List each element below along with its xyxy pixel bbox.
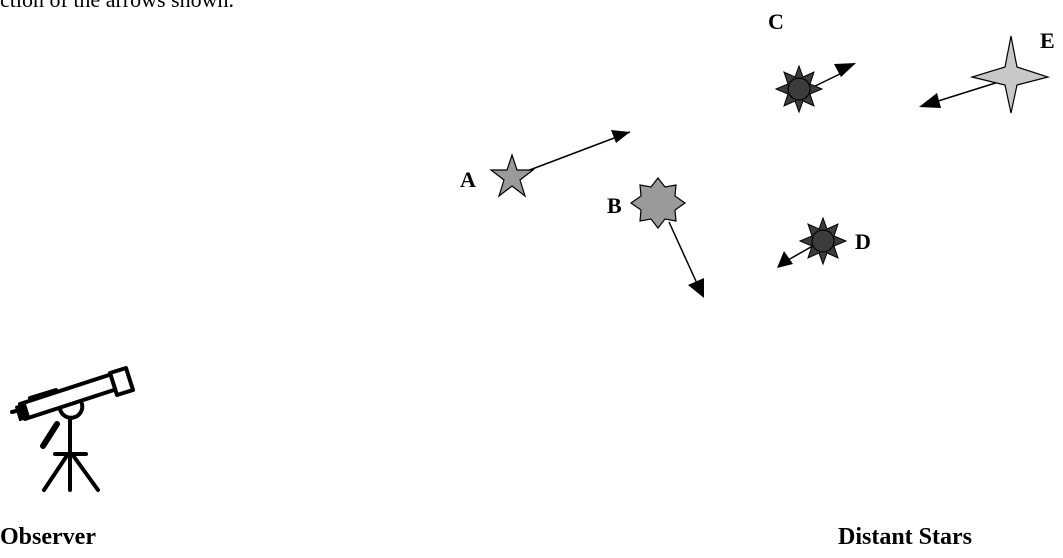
telescope-icon <box>10 366 135 492</box>
star-c-arrowhead <box>834 63 856 77</box>
star-d: D <box>777 216 871 268</box>
star-a-shape <box>489 153 535 198</box>
star-e-label: E <box>1040 28 1055 53</box>
star-e-shape <box>969 35 1051 114</box>
star-d-label: D <box>855 229 871 254</box>
star-a-arrowhead <box>611 130 630 143</box>
star-d-arrowhead <box>777 251 793 268</box>
star-b-label: B <box>607 193 622 218</box>
star-e-arrowhead <box>919 93 941 108</box>
star-b-motion-arrow <box>668 221 701 291</box>
star-d-core <box>811 229 835 253</box>
instruction-text-fragment: ction of the arrows shown. <box>0 0 234 13</box>
star-e: E <box>919 28 1055 114</box>
star-c-label: C <box>768 9 784 34</box>
star-b-arrowhead <box>688 278 704 298</box>
star-c: C <box>768 9 856 114</box>
star-a: A <box>460 130 631 198</box>
star-c-core <box>787 77 811 101</box>
observer-caption: Observer <box>0 524 96 550</box>
distant-stars-caption: Distant Stars <box>838 524 973 550</box>
star-e-motion-arrow <box>934 79 1006 103</box>
star-a-motion-arrow <box>526 131 631 172</box>
star-a-label: A <box>460 167 476 192</box>
star-b-shape <box>629 177 687 229</box>
star-b: B <box>607 177 704 298</box>
